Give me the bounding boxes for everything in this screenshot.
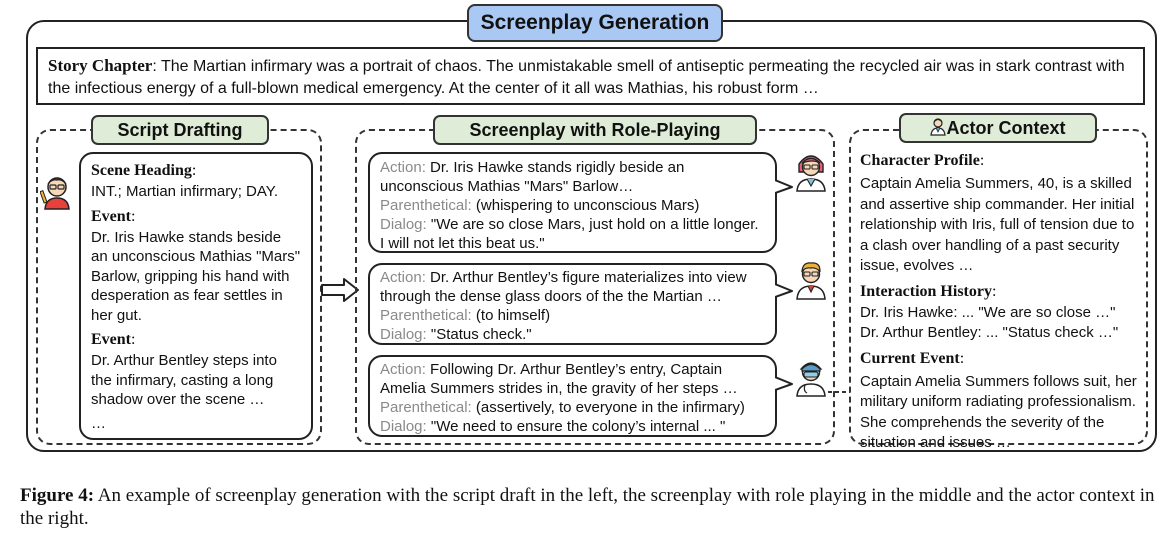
- doctor-arthur-icon: [796, 262, 826, 300]
- interaction-history-line: Dr. Iris Hawke: ... "We are so close …": [860, 303, 1116, 321]
- event-2-colon: :: [131, 331, 136, 348]
- bubble-tail: [775, 376, 793, 391]
- caption-text: An example of screenplay generation with…: [20, 485, 1155, 529]
- parenthetical-text: (whispering to unconscious Mars): [475, 197, 700, 214]
- event-1-label: Event: [91, 207, 131, 225]
- dialog-label: Dialog:: [380, 216, 427, 233]
- interaction-history-line: Dr. Arthur Bentley: ... "Status check …": [860, 324, 1119, 341]
- interaction-history-colon: :: [991, 282, 997, 300]
- bubble-tail: [775, 283, 793, 298]
- screenplay-bubble-3: Action: Following Dr. Arthur Bentley’s e…: [368, 355, 777, 437]
- dialog-text: "We need to ensure the colony’s internal…: [430, 418, 726, 435]
- actor-icon: [930, 118, 947, 136]
- event-2-text: Dr. Arthur Bentley steps into the infirm…: [91, 352, 277, 408]
- actor-context-title-text: Actor Context: [946, 118, 1066, 138]
- character-profile-label: Character Profile: [860, 152, 980, 169]
- story-chapter-box: Story Chapter: The Martian infirmary was…: [36, 47, 1145, 105]
- action-text: Dr. Arthur Bentley’s figure materializes…: [380, 269, 747, 305]
- parenthetical-text: (assertively, to everyone in the infirma…: [475, 399, 745, 416]
- dialog-label: Dialog:: [380, 326, 427, 343]
- arrow-right-icon: [321, 278, 359, 302]
- story-chapter-label: Story Chapter: [48, 56, 153, 75]
- current-event-label: Current Event: [860, 349, 960, 367]
- scene-heading-text: INT.; Martian infirmary; DAY.: [91, 183, 278, 200]
- parenthetical-label: Parenthetical:: [380, 307, 472, 324]
- character-profile-text: Captain Amelia Summers, 40, is a skilled…: [860, 175, 1135, 274]
- parenthetical-label: Parenthetical:: [380, 399, 472, 416]
- script-draft-bubble: Scene Heading: INT.; Martian infirmary; …: [79, 152, 313, 440]
- parenthetical-label: Parenthetical:: [380, 197, 472, 214]
- scene-heading-label: Scene Heading: [91, 162, 192, 179]
- figure-title: Screenplay Generation: [467, 4, 723, 42]
- screenplay-bubble-2: Action: Dr. Arthur Bentley’s figure mate…: [368, 263, 777, 345]
- current-event-text: Captain Amelia Summers follows suit, her…: [860, 372, 1137, 452]
- current-event-colon: :: [959, 349, 965, 367]
- writer-icon: [40, 177, 70, 210]
- figure-caption: Figure 4: An example of screenplay gener…: [20, 484, 1170, 530]
- scene-heading-colon: :: [191, 162, 197, 179]
- screenplay-title: Screenplay with Role-Playing: [433, 115, 757, 145]
- interaction-history-label: Interaction History: [860, 282, 992, 300]
- event-2-label: Event: [91, 331, 131, 348]
- script-ellipsis: …: [91, 414, 106, 432]
- dialog-label: Dialog:: [380, 418, 427, 435]
- screenplay-bubble-1: Action: Dr. Iris Hawke stands rigidly be…: [368, 152, 777, 253]
- dialog-text: "We are so close Mars, just hold on a li…: [380, 216, 759, 252]
- bubble-tail: [775, 179, 793, 194]
- parenthetical-text: (to himself): [475, 307, 551, 324]
- action-label: Action:: [380, 361, 426, 378]
- caption-label: Figure 4:: [20, 485, 95, 506]
- captain-amelia-icon: [796, 362, 826, 397]
- actor-context-content: Character Profile: Captain Amelia Summer…: [860, 150, 1144, 454]
- action-label: Action:: [380, 159, 426, 176]
- connector-line: [828, 391, 850, 393]
- action-label: Action:: [380, 269, 426, 286]
- event-1-text: Dr. Iris Hawke stands beside an unconsci…: [91, 228, 301, 324]
- event-1-colon: :: [131, 207, 136, 225]
- script-drafting-title: Script Drafting: [91, 115, 269, 145]
- dialog-text: "Status check.": [430, 326, 532, 343]
- doctor-iris-icon: [796, 155, 826, 192]
- actor-context-title: Actor Context: [899, 113, 1097, 143]
- action-text: Following Dr. Arthur Bentley’s entry, Ca…: [380, 361, 738, 397]
- story-chapter-text: : The Martian infirmary was a portrait o…: [48, 58, 1125, 97]
- action-text: Dr. Iris Hawke stands rigidly beside an …: [380, 159, 685, 195]
- character-profile-colon: :: [979, 152, 985, 169]
